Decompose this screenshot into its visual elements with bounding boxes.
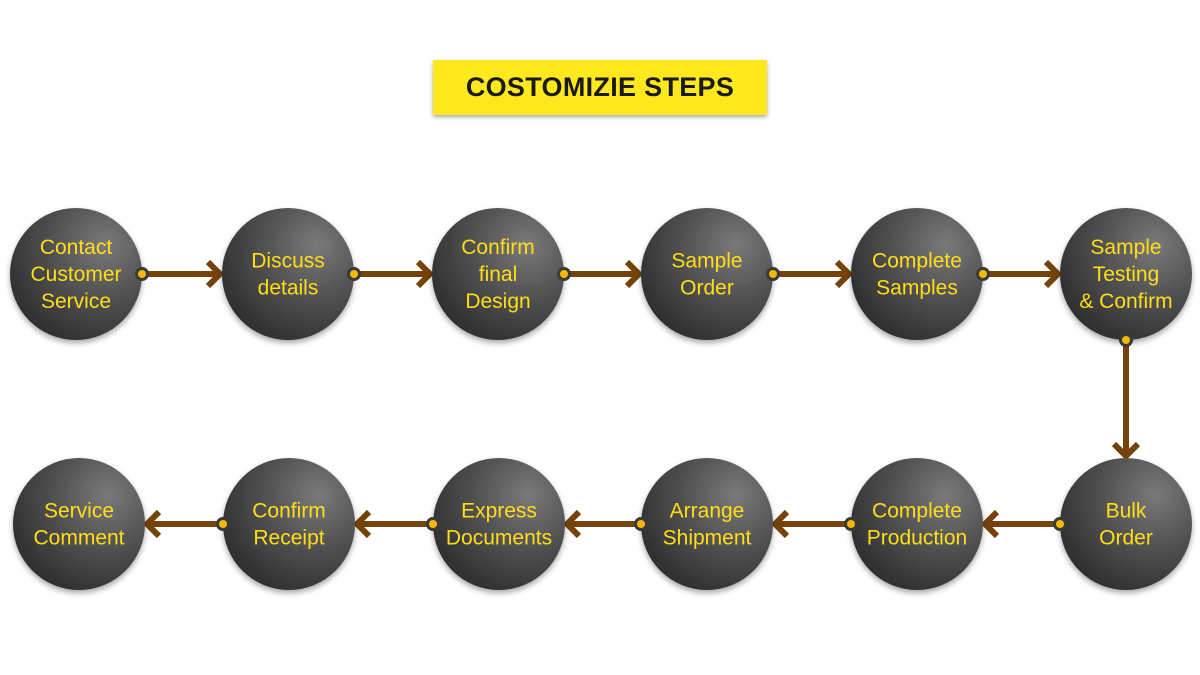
step-label-line: Express: [461, 500, 537, 523]
flow-arrow-3: [564, 259, 644, 289]
step-label-line: Bulk: [1106, 500, 1147, 523]
step-circle: [432, 208, 564, 340]
step-label-line: Discuss: [251, 250, 325, 273]
step-label-line: Sample: [671, 250, 742, 273]
step-label-line: Arrange: [670, 500, 745, 523]
arrow-head: [834, 259, 854, 289]
step-circle: [433, 458, 565, 590]
step-circle: [641, 208, 773, 340]
step-label-line: Service: [41, 290, 111, 313]
step-circle: [13, 458, 145, 590]
arrow-head: [352, 509, 372, 539]
connector-dot: [1119, 333, 1133, 347]
step-label-line: Order: [1099, 527, 1153, 550]
flow-arrow-8: [770, 509, 851, 539]
flow-arrow-5: [983, 259, 1063, 289]
arrow-head: [562, 509, 582, 539]
step-label-line: Contact: [40, 236, 113, 259]
step-label-line: details: [258, 277, 319, 300]
step-label-line: final: [479, 263, 518, 286]
diagram-title: COSTOMIZIE STEPS: [465, 72, 735, 102]
flow-arrow-7: [980, 509, 1060, 539]
step-circle: [223, 458, 355, 590]
step-label-line: Service: [44, 500, 114, 523]
connector-dot: [557, 267, 571, 281]
arrow-head: [1111, 441, 1141, 461]
arrow-head: [415, 259, 435, 289]
arrow-head: [980, 509, 1000, 539]
step-label-line: Sample: [1090, 236, 1161, 259]
step-label-line: Customer: [30, 263, 121, 286]
step-label-line: Complete: [872, 500, 962, 523]
step-node-discuss-details: Discuss details: [222, 208, 354, 340]
arrow-head: [624, 259, 644, 289]
connector-dot: [347, 267, 361, 281]
connector-dot: [634, 517, 648, 531]
step-label-line: Production: [867, 527, 967, 550]
step-label-line: Confirm: [461, 236, 535, 259]
step-label-line: & Confirm: [1079, 290, 1172, 313]
title-banner: COSTOMIZIE STEPS: [433, 60, 767, 115]
connector-dot: [426, 517, 440, 531]
flow-arrow-6: [1111, 340, 1141, 461]
step-label-line: Samples: [876, 277, 958, 300]
step-label-line: Complete: [872, 250, 962, 273]
step-label-line: Shipment: [663, 527, 752, 550]
step-circle: [641, 458, 773, 590]
connector-dot: [1053, 517, 1067, 531]
connector-dot: [135, 267, 149, 281]
connector-dot: [976, 267, 990, 281]
step-circle: [851, 458, 983, 590]
step-circle: [1060, 458, 1192, 590]
connector-dot: [766, 267, 780, 281]
flow-arrow-10: [352, 509, 433, 539]
step-label-line: Confirm: [252, 500, 326, 523]
step-label-line: Testing: [1093, 263, 1160, 286]
step-label-line: Design: [465, 290, 530, 313]
connector-dot: [844, 517, 858, 531]
flow-arrow-4: [773, 259, 854, 289]
flow-arrow-11: [142, 509, 223, 539]
arrow-head: [142, 509, 162, 539]
arrow-head: [205, 259, 225, 289]
flow-arrow-9: [562, 509, 641, 539]
arrow-head: [770, 509, 790, 539]
connector-dot: [216, 517, 230, 531]
step-circle: [851, 208, 983, 340]
step-circle: [1060, 208, 1192, 340]
step-circle: [222, 208, 354, 340]
flow-arrow-2: [354, 259, 435, 289]
step-label-line: Comment: [33, 527, 124, 550]
step-label-line: Order: [680, 277, 734, 300]
arrow-head: [1043, 259, 1063, 289]
step-label-line: Receipt: [253, 527, 324, 550]
flow-arrow-1: [142, 259, 225, 289]
step-circle: [10, 208, 142, 340]
step-label-line: Documents: [446, 527, 552, 550]
